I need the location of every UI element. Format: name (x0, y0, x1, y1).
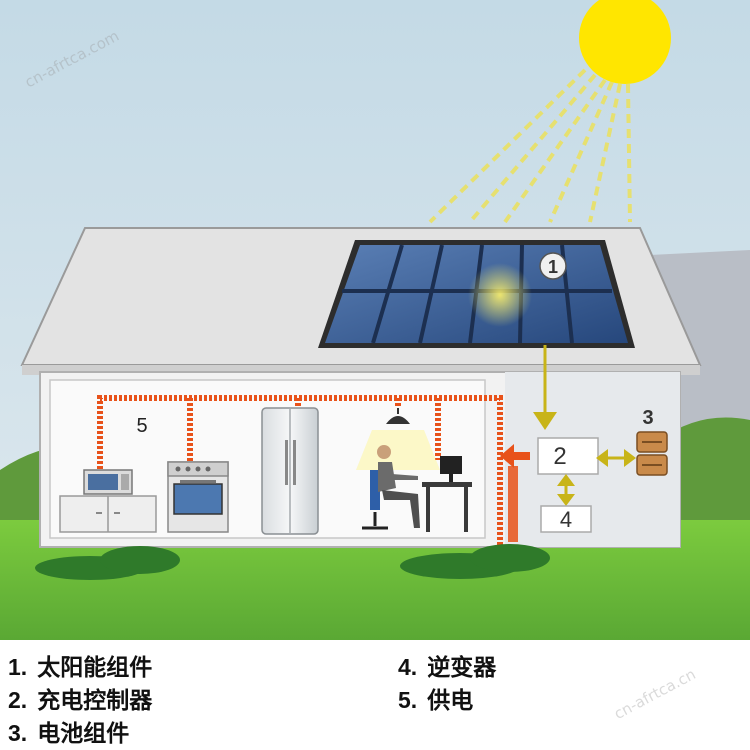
legend-label: 逆变器 (427, 655, 497, 681)
refrigerator (261, 407, 319, 535)
legend-num: 4. (398, 654, 418, 680)
arrow-panel-to-controller (533, 345, 557, 430)
legend-label: 充电控制器 (37, 688, 153, 714)
legend-item-1: 1. 太阳能组件 (8, 648, 152, 682)
battery-pack (636, 431, 668, 476)
legend-label: 电池组件 (37, 721, 130, 747)
legend-item-5: 5. 供电 (398, 681, 473, 715)
legend-num: 3. (8, 720, 28, 746)
arrow-controller-inverter (557, 474, 575, 506)
marker-1-circle (539, 252, 567, 280)
marker-5: 5 (136, 415, 147, 437)
legend-item-3: 3. 电池组件 (8, 714, 129, 748)
legend-label: 太阳能组件 (37, 655, 153, 681)
legend-num: 5. (398, 687, 418, 713)
marker-3: 3 (642, 407, 653, 429)
power-wiring (97, 395, 503, 545)
legend-num: 2. (8, 687, 28, 713)
sun (579, 0, 671, 84)
person-at-desk (362, 445, 420, 530)
office-desk (422, 456, 472, 532)
solar-home-diagram: 1 2 3 4 5 (0, 0, 750, 640)
legend-num: 1. (8, 654, 28, 680)
arrow-controller-battery (596, 449, 636, 467)
solar-panel-array (318, 240, 635, 348)
legend: 1. 太阳能组件 2. 充电控制器 3. 电池组件 4. 逆变器 5. 供电 (0, 640, 750, 750)
inverter-box (540, 505, 592, 533)
marker-2: 2 (553, 443, 566, 470)
legend-item-4: 4. 逆变器 (398, 648, 496, 682)
legend-label: 供电 (427, 688, 474, 714)
microwave (83, 469, 133, 495)
arrow-into-house (500, 444, 530, 542)
oven (167, 461, 229, 533)
marker-1: 1 (548, 257, 558, 277)
sun-rays (428, 68, 632, 224)
marker-4: 4 (560, 507, 572, 532)
bushes (35, 544, 550, 580)
charge-controller-box (537, 437, 599, 475)
ceiling-lamp (356, 408, 440, 470)
kitchen-cabinet (59, 495, 157, 533)
legend-item-2: 2. 充电控制器 (8, 681, 152, 715)
